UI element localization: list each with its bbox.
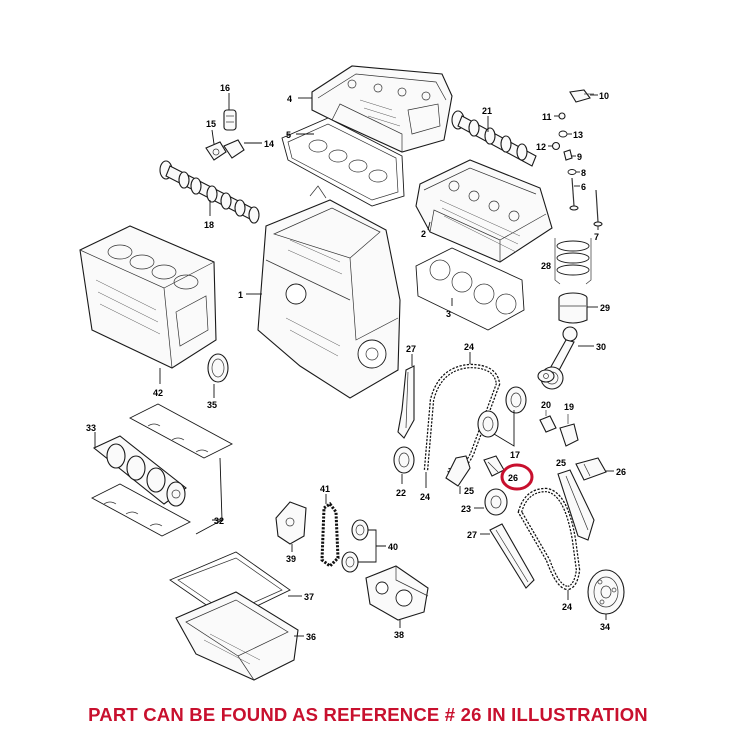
ref-26b: 26	[616, 467, 626, 477]
lower-chain-guide	[489, 523, 535, 589]
valve-cover	[311, 65, 453, 153]
ref-2: 2	[421, 229, 426, 239]
spring-seat	[567, 169, 577, 175]
ref-27a: 27	[406, 344, 416, 354]
ref-17: 17	[510, 450, 520, 460]
ref-38: 38	[394, 630, 404, 640]
piston-rings	[554, 238, 592, 285]
ref-6: 6	[581, 182, 586, 192]
ref-34: 34	[600, 622, 610, 632]
ref-15: 15	[206, 119, 216, 129]
ref-8: 8	[581, 168, 586, 178]
ref-16: 16	[220, 83, 230, 93]
rocker-arm	[205, 139, 245, 161]
reference-caption: PART CAN BE FOUND AS REFERENCE # 26 IN I…	[88, 704, 648, 725]
crankshaft-sprocket	[484, 488, 508, 516]
ref-27b: 27	[467, 530, 477, 540]
oil-pump-chain	[320, 501, 340, 568]
head-gasket	[415, 247, 525, 331]
ref-28: 28	[541, 261, 551, 271]
ref-25a: 25	[464, 486, 474, 496]
exhaust-camshaft	[159, 160, 260, 224]
exhaust-valve	[569, 177, 579, 211]
ref-35: 35	[207, 400, 217, 410]
valve-keeper	[558, 112, 566, 120]
ref-40: 40	[388, 542, 398, 552]
hydraulic-chain-tensioner	[575, 457, 607, 481]
ref-20: 20	[541, 400, 551, 410]
valve-spring	[563, 149, 573, 161]
ref-29: 29	[600, 303, 610, 313]
ref-25b: 25	[556, 458, 566, 468]
ref-39: 39	[286, 554, 296, 564]
ref-30: 30	[596, 342, 606, 352]
ref-24b: 24	[420, 492, 430, 502]
ref-33: 33	[86, 423, 96, 433]
intake-camshaft	[451, 110, 537, 167]
valve-seal	[558, 130, 568, 138]
timing-chain-tensioner	[483, 455, 505, 477]
highlight-circle	[500, 463, 534, 491]
ref-7: 7	[594, 232, 599, 242]
vanos-solenoid	[539, 410, 557, 433]
oil-pump-sprockets	[341, 519, 369, 573]
ref-13: 13	[573, 130, 583, 140]
lower-timing-chain	[517, 487, 581, 591]
cylinder-block	[79, 225, 217, 369]
oil-pan	[175, 591, 299, 681]
engine-assembly	[257, 185, 401, 399]
timing-cover-bracket	[275, 501, 307, 545]
ref-23: 23	[461, 504, 471, 514]
valve-cover-gasket	[281, 117, 405, 207]
valve-retainer	[551, 141, 561, 151]
crankshaft	[92, 435, 187, 507]
ref-5: 5	[286, 130, 291, 140]
ref-21: 21	[482, 106, 492, 116]
camshaft-position-sensor	[559, 414, 579, 447]
ref-14: 14	[264, 139, 274, 149]
valve-lifter	[223, 109, 237, 131]
upper-chain-guide	[397, 365, 415, 439]
ref-1: 1	[238, 290, 243, 300]
camshaft-sprocket-bolt	[537, 369, 555, 383]
ref-32: 32	[214, 516, 224, 526]
ref-10: 10	[599, 91, 609, 101]
ref-22: 22	[396, 488, 406, 498]
intake-valve	[593, 189, 603, 227]
oil-pressure-sensor	[569, 89, 594, 103]
engine-parts-diagram: 4 5 16 15 14 18	[79, 65, 626, 681]
oil-pump	[365, 565, 429, 621]
vanos-sprocket-intake	[505, 386, 527, 414]
cylinder-head	[415, 159, 553, 263]
ref-3: 3	[446, 309, 451, 319]
exhaust-camshaft-sprocket	[393, 446, 415, 474]
chain-tensioner-rail	[445, 455, 471, 487]
tensioner-guide	[557, 469, 595, 541]
ref-18: 18	[204, 220, 214, 230]
ref-19: 19	[564, 402, 574, 412]
rear-main-seal	[207, 353, 229, 383]
ref-24c: 24	[562, 602, 572, 612]
main-bearing-set	[91, 403, 233, 537]
ref-12: 12	[536, 142, 546, 152]
ref-26a: 26	[508, 473, 518, 483]
ref-9: 9	[577, 152, 582, 162]
ref-42: 42	[153, 388, 163, 398]
ref-4: 4	[287, 94, 292, 104]
ref-24a: 24	[464, 342, 474, 352]
ref-36: 36	[306, 632, 316, 642]
vibration-damper	[587, 569, 625, 615]
ref-37: 37	[304, 592, 314, 602]
ref-11: 11	[542, 112, 552, 122]
piston	[558, 292, 588, 324]
vanos-sprocket-exhaust	[477, 410, 499, 438]
ref-41: 41	[320, 484, 330, 494]
